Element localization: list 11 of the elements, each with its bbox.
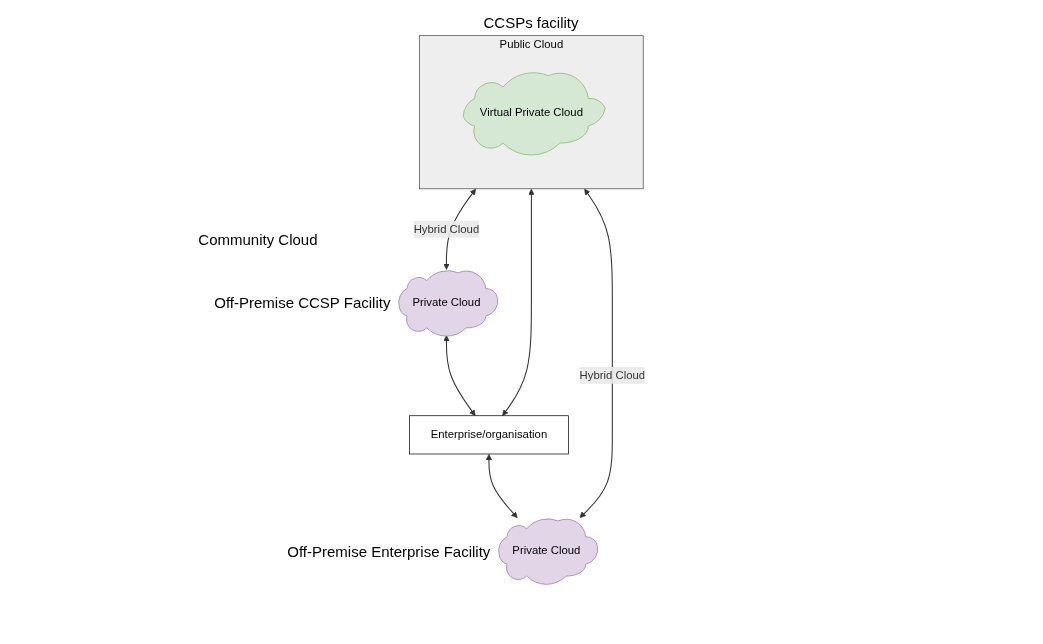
arrow xyxy=(579,188,613,518)
arrow xyxy=(485,454,518,518)
node-caption: Off-Premise CCSP Facility xyxy=(214,294,391,312)
arrow xyxy=(442,335,476,416)
arrow xyxy=(501,188,535,416)
edge-label: Hybrid Cloud xyxy=(413,222,479,235)
text-label: Community Cloud xyxy=(198,230,318,248)
node-caption: Off-Premise Enterprise Facility xyxy=(287,542,491,560)
node-caption: CCSPs facility xyxy=(483,13,579,31)
edge-label: Hybrid Cloud xyxy=(579,368,645,382)
node-box: Enterprise/organisation xyxy=(408,415,569,455)
